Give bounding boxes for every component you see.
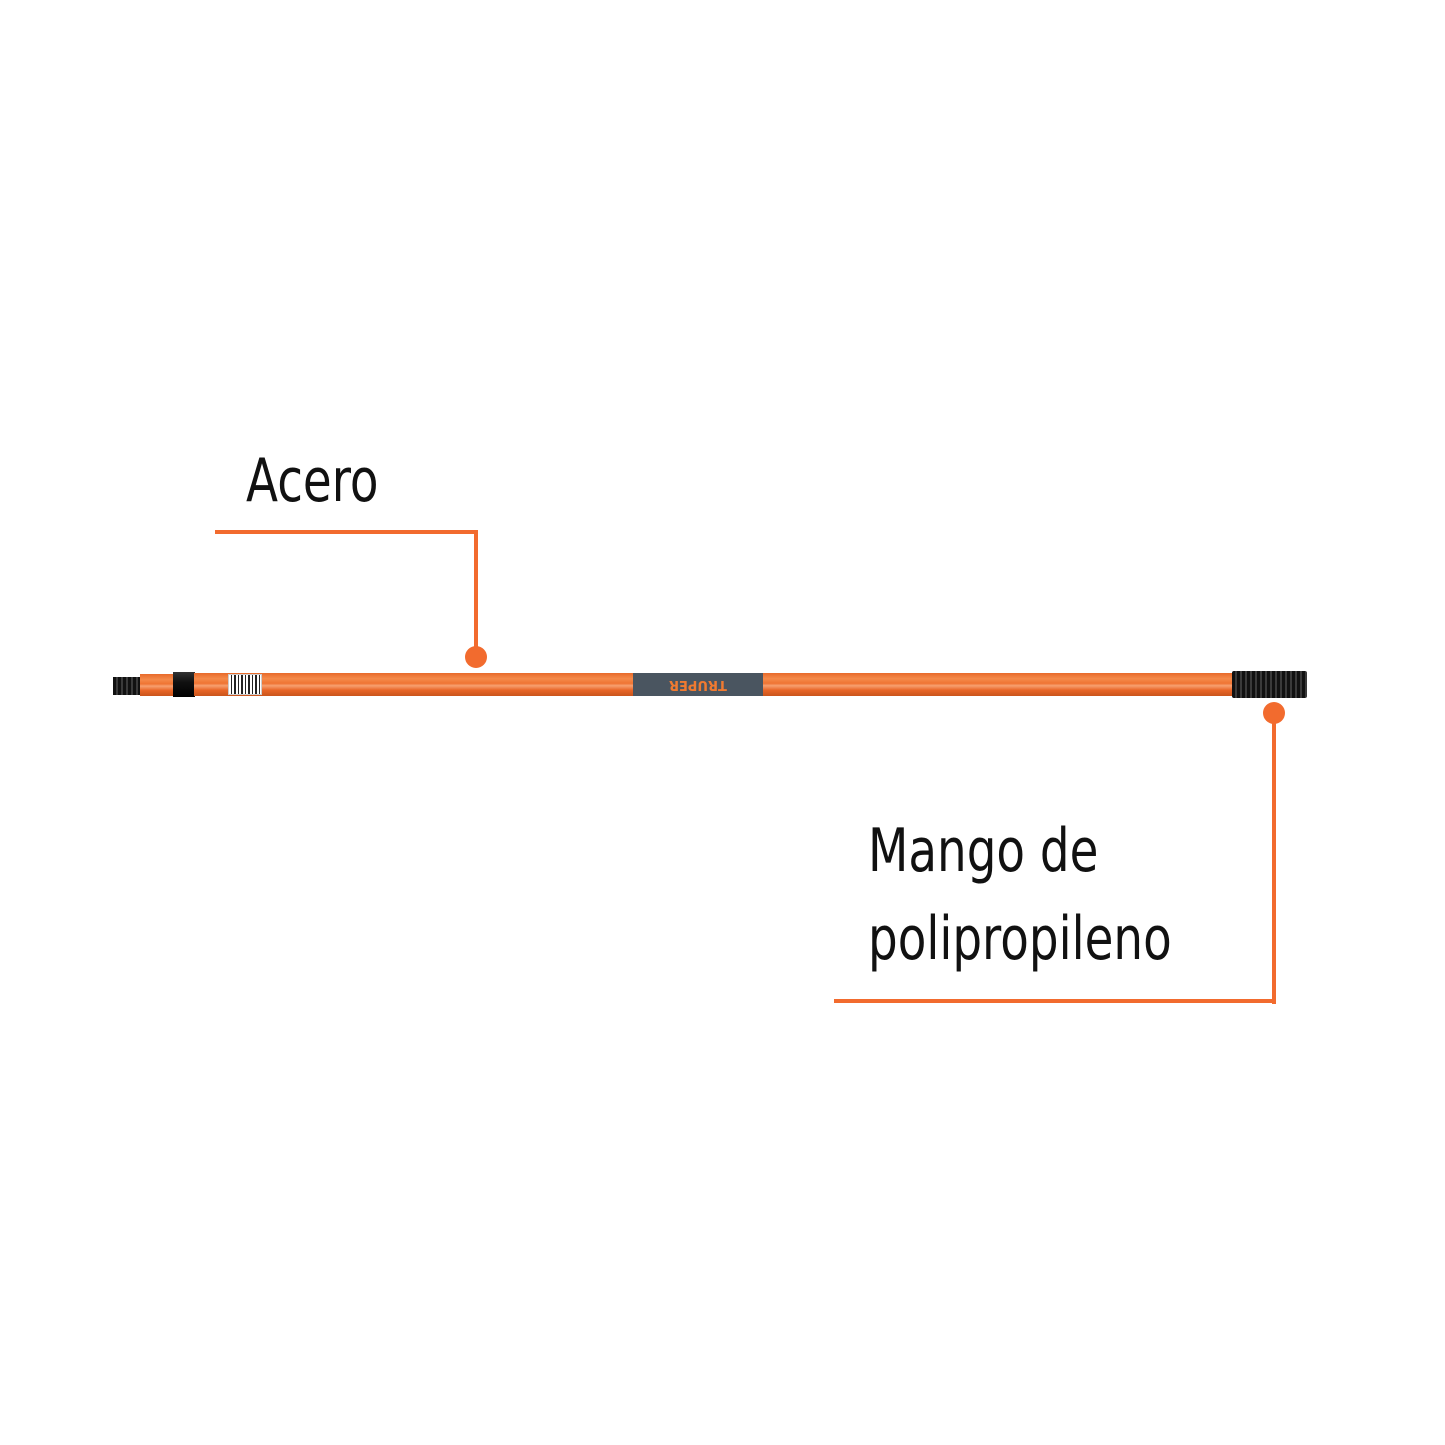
barcode-sticker <box>228 674 262 695</box>
callout-mango-label-line2: polipropileno <box>868 904 1172 974</box>
callout-mango-line-h <box>834 999 1276 1003</box>
callout-mango-label-line1: Mango de <box>868 816 1099 886</box>
pole-inner-section <box>140 674 174 696</box>
lock-collar <box>173 672 195 697</box>
callout-acero-line-v <box>474 530 478 656</box>
threaded-tip <box>113 677 141 695</box>
brand-label: TRUPER <box>633 673 763 696</box>
callout-acero-dot <box>465 646 487 668</box>
brand-logo: TRUPER <box>669 677 727 692</box>
callout-acero-line-h <box>215 530 478 534</box>
callout-mango-line-v <box>1272 712 1276 1004</box>
callout-acero-label: Acero <box>246 446 379 516</box>
polypropylene-grip <box>1232 671 1307 698</box>
